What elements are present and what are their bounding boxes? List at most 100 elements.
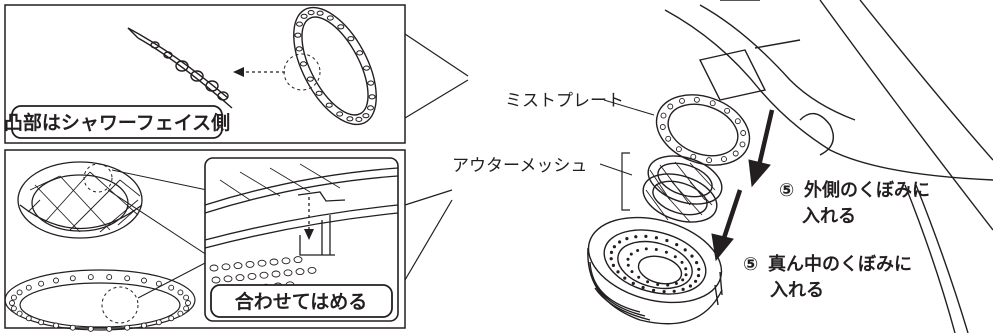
hole [367,105,374,111]
hole [300,61,307,67]
hole [616,270,620,274]
outer-mesh-ring-drawing [17,161,143,239]
hole [281,257,291,265]
hole [625,237,629,241]
hole [724,107,731,114]
step-1-instruction: ⑤ 外側のくぼみに 入れる [779,179,930,227]
hole [53,322,59,329]
hole [106,274,113,281]
hole [209,264,219,272]
hole [106,325,113,332]
hole [124,324,131,331]
hole [684,267,688,271]
hole [16,289,23,296]
hole [739,141,746,148]
outer-mesh-part [642,155,723,223]
step-2-line2: 入れる [770,280,824,301]
step-2-line1: 真ん中のくぼみに [768,253,912,275]
hole [652,288,656,292]
hole [680,260,684,264]
hole [626,263,630,267]
hole [25,315,32,322]
hole [269,258,279,266]
hole [245,260,255,268]
hole [347,36,355,42]
hole [664,250,668,254]
head-seat-drawing [4,269,196,332]
hole [295,268,305,276]
hole [177,289,184,296]
hole [124,275,131,282]
hole [634,235,638,239]
mist-plate-part [655,94,751,166]
hole [673,255,677,259]
hole [177,310,184,317]
hole [665,238,669,243]
hole [87,325,94,332]
hole [10,294,17,301]
hole [734,118,741,125]
hole [654,248,658,251]
hole [732,150,739,157]
hole [168,315,175,322]
step-1-line2: 入れる [802,206,856,227]
hole [629,252,633,256]
hole [69,324,76,331]
hole [612,245,617,249]
hole [367,80,375,86]
hole [697,267,701,271]
hole [294,32,302,38]
hole [611,263,616,267]
hole [362,113,370,119]
hole [709,100,716,107]
outer-mesh-label: アウターメッシュ [452,156,587,176]
hole [296,21,303,27]
hole [630,270,634,274]
top-detail-panel: 凸部はシャワーフェイス側 [4,4,469,144]
hole [336,111,344,117]
hole [688,284,693,288]
hole [609,257,613,261]
hole [271,270,281,278]
hole [609,250,614,254]
hole [141,322,147,329]
hole [53,277,59,284]
step-1-line1: 外側のくぼみに [804,179,930,201]
hole [295,46,303,52]
hole [155,280,162,287]
hole [693,96,700,103]
hole [740,130,747,136]
hole [626,257,630,261]
mist-plate-label: ミストプレート [505,91,624,111]
hole [721,156,727,163]
hole [356,50,364,56]
bottom-detail-panel: 合わせてはめる [4,149,453,332]
hole [654,236,659,240]
hole [325,102,333,108]
hole [247,272,257,280]
hole [683,248,687,252]
hole [306,76,314,82]
mist-plate-ring-drawing [293,6,377,126]
hole [656,283,660,286]
hole [623,276,627,280]
hole [168,284,175,291]
hole [141,277,147,284]
hole [660,112,667,119]
arrow-down-icon [711,233,734,262]
hole [183,294,190,301]
hole [16,310,23,317]
hole [346,116,354,122]
hole [694,279,698,283]
hole [337,24,345,30]
hole [283,269,293,277]
hole [679,97,685,104]
hole [235,274,245,282]
hole [675,146,682,153]
step-2-instruction: ⑤ 真ん中のくぼみに 入れる [743,253,912,301]
hole [637,275,641,279]
hole [368,94,376,100]
exploded-view [664,0,993,333]
hole [25,284,32,291]
